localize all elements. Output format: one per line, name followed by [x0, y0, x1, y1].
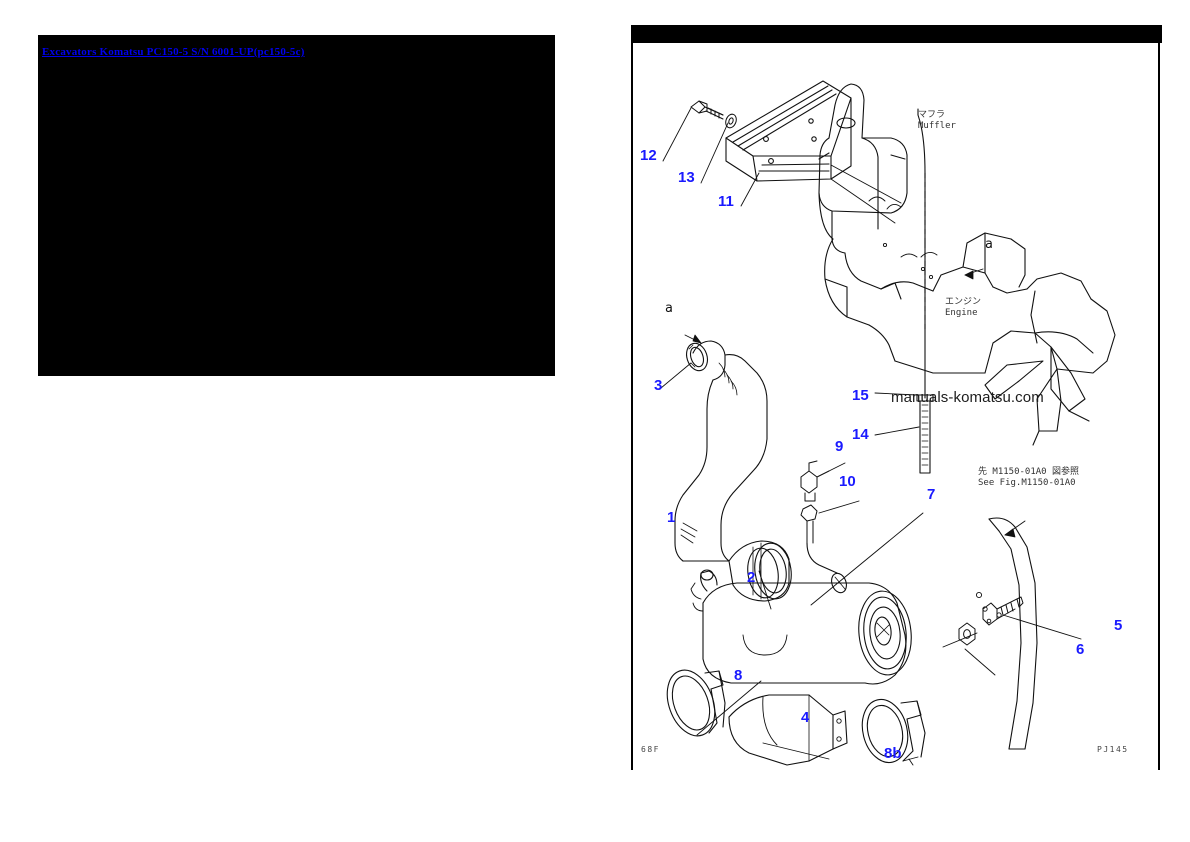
corner-code-right: PJ145	[1097, 745, 1129, 754]
callout-5[interactable]: 5	[1114, 617, 1123, 634]
corner-code-left: 68F	[641, 745, 660, 754]
callout-15[interactable]: 15	[852, 387, 869, 404]
callout-9[interactable]: 9	[835, 438, 844, 455]
callout-8-lower[interactable]: 8b	[884, 745, 902, 762]
parts-line-art	[660, 80, 1116, 766]
parts-diagram-panel: マフラ Muffler エンジン Engine 先 M1150-01A0 図参照…	[631, 25, 1162, 770]
media-placeholder-panel: Excavators Komatsu PC150-5 S/N 6001-UP(p…	[38, 35, 555, 376]
callout-1[interactable]: 1	[667, 509, 676, 526]
callout-12[interactable]: 12	[640, 147, 657, 164]
document-title-link[interactable]: Excavators Komatsu PC150-5 S/N 6001-UP(p…	[42, 46, 305, 58]
callout-7[interactable]: 7	[927, 486, 936, 503]
callout-3[interactable]: 3	[654, 377, 663, 394]
callout-10[interactable]: 10	[839, 473, 856, 490]
label-see-fig: 先 M1150-01A0 図参照 See Fig.M1150-01A0	[978, 467, 1080, 488]
watermark: manuals-komatsu.com	[891, 389, 1044, 406]
callout-6[interactable]: 6	[1076, 641, 1085, 658]
label-muffler: マフラ Muffler	[918, 110, 956, 131]
diagram-canvas	[633, 43, 1162, 770]
section-mark-a-right: a	[985, 237, 993, 252]
callout-2[interactable]: 2	[747, 569, 756, 586]
section-mark-a-left: a	[665, 301, 673, 316]
callout-14[interactable]: 14	[852, 426, 869, 443]
callout-8-upper[interactable]: 8	[734, 667, 743, 684]
callout-4[interactable]: 4	[801, 709, 810, 726]
callout-11[interactable]: 11	[718, 193, 734, 210]
diagram-header-bar	[633, 25, 1162, 43]
label-engine: エンジン Engine	[945, 297, 982, 318]
callout-13[interactable]: 13	[678, 169, 695, 186]
